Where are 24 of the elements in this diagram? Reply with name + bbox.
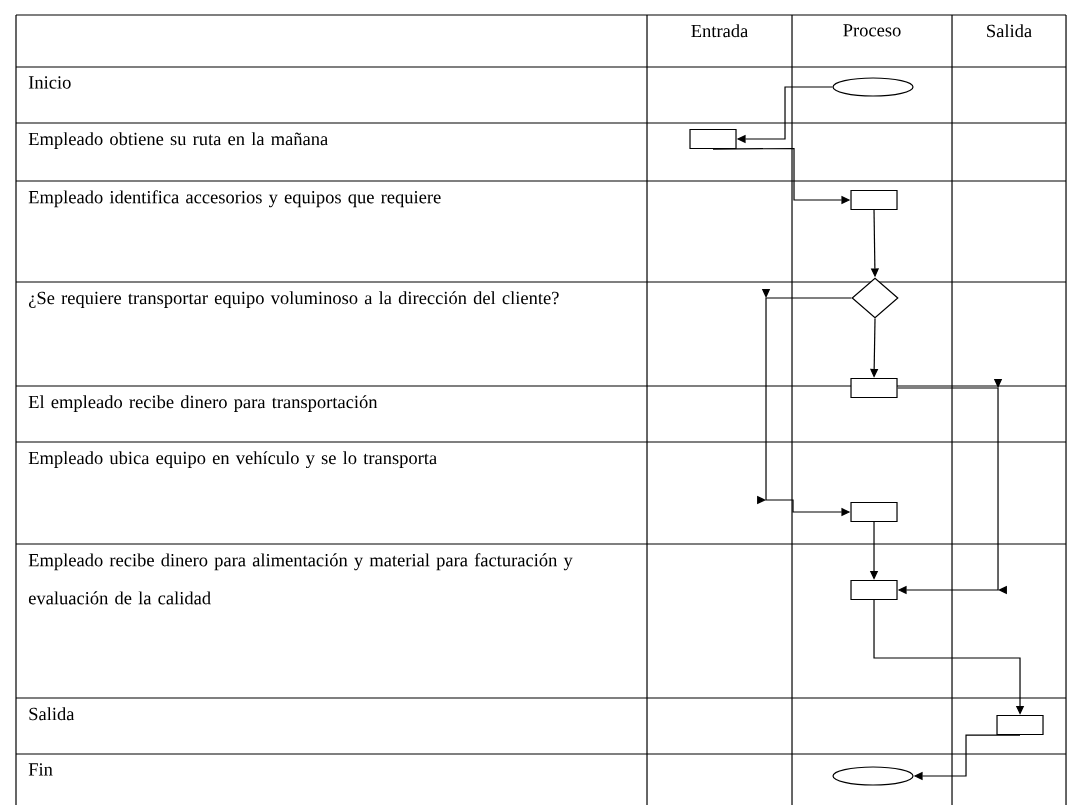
row-label: Empleado obtiene su ruta en la mañana [28,132,328,149]
arrow [897,379,1007,595]
decision-diamond [851,277,899,319]
row-label: Inicio [28,76,71,89]
process-box [689,128,737,150]
process-box [850,377,898,399]
process-box [850,579,898,601]
row-label: Empleado ubica equipo en vehículo y se lo transporta [28,451,437,469]
arrow [870,318,879,378]
process-box [850,501,898,523]
row-label: El empleado recibe dinero para transportación [28,395,378,412]
terminator-oval [832,766,914,786]
terminator-oval [832,77,914,97]
arrow [873,599,1025,715]
process-box [850,189,898,211]
column-header: Entrada [691,24,749,38]
column-header: Salida [987,24,1032,38]
row-label: Empleado identifica accesorios y equipos que requiere [28,190,441,208]
row-label: Empleado recibe dinero para alimentación y material para facturación y evaluación de la calidad [28,553,573,605]
row-label: ¿Se requiere transportar equipo voluminoso a la dirección del cliente? [28,291,559,308]
row-label: Salida [29,707,75,721]
process-box [996,714,1044,736]
row-label: Fin [28,763,53,776]
column-header: Proceso [843,24,901,37]
